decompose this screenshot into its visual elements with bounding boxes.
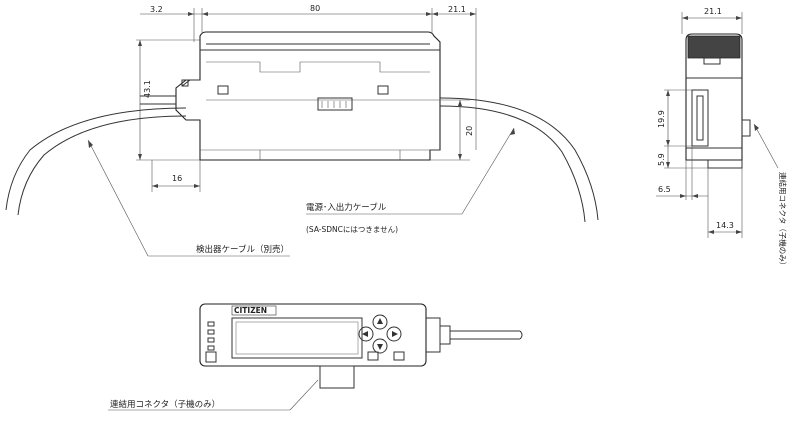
- power-cable-note: (SA-SDNCにはつきません): [306, 225, 398, 234]
- dim-80-label: 80: [310, 4, 320, 13]
- dim-3-2-label: 3.2: [150, 5, 163, 14]
- key-square-right: [393, 351, 405, 361]
- down-key-icon: [372, 338, 388, 354]
- front-slot-left: [217, 85, 229, 95]
- bottom-connector-label: 連結用コネクタ（子機のみ）: [110, 399, 220, 410]
- dim-43-1-label: 43.1: [143, 80, 152, 98]
- dim-6-5-label: 6.5: [658, 185, 671, 194]
- side-connector-label: 連結用コネクタ（子機のみ）: [778, 172, 788, 269]
- keypad: [358, 314, 405, 361]
- top-view-body: [199, 303, 427, 367]
- key-square-left: [367, 351, 379, 361]
- detector-cable-label: 検出器ケーブル（別売）: [196, 244, 289, 255]
- left-key-icon: [358, 326, 374, 342]
- dim-19-9-label: 19.9: [657, 110, 666, 128]
- front-slot-right: [377, 85, 389, 95]
- side-view: 21.1 19.9 5.9 6.5: [656, 7, 788, 269]
- front-connector-window: [317, 97, 353, 111]
- dim-16-label: 16: [172, 174, 182, 183]
- bottom-connector: [319, 365, 355, 389]
- brand-logo: CITIZEN: [234, 306, 267, 315]
- top-view: CITIZEN 連結用: [108, 303, 523, 411]
- front-view: 3.2 80 21.1 43.1: [5, 4, 599, 257]
- dim-21-1-front-label: 21.1: [448, 5, 466, 14]
- dim-5-9-label: 5.9: [657, 153, 666, 166]
- dim-20-label: 20: [465, 126, 474, 136]
- side-connector-window: [691, 89, 709, 147]
- up-key-icon: [372, 314, 388, 330]
- indicator-lamp: [205, 351, 217, 363]
- power-cable-label: 電源･入出力ケーブル: [306, 202, 387, 213]
- right-key-icon: [386, 326, 402, 342]
- dim-14-3-label: 14.3: [716, 221, 734, 230]
- display-window: [231, 317, 363, 359]
- dim-21-1-side-label: 21.1: [704, 7, 722, 16]
